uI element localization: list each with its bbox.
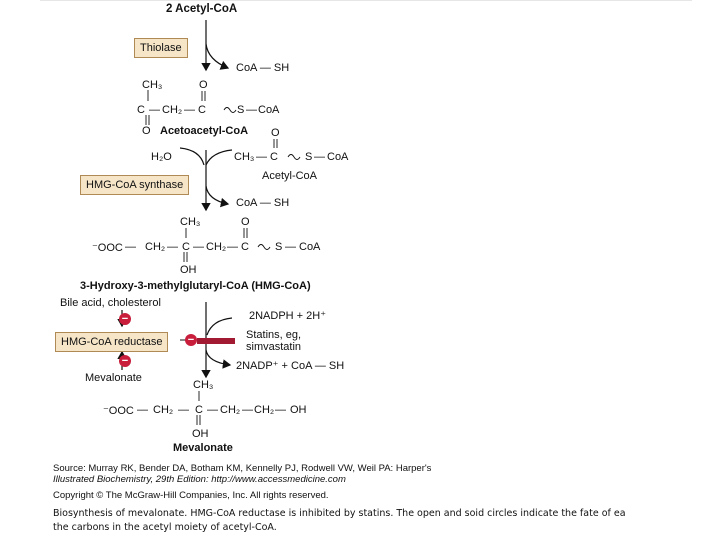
- mev-ch3: CH₃: [193, 379, 214, 391]
- regulator-mevalonate: Mevalonate: [85, 372, 142, 384]
- hmg-dash1: —: [125, 241, 136, 253]
- compound-acetoacetyl-coa: Acetoacetyl-CoA: [160, 125, 249, 137]
- hmg-dash3: —: [193, 241, 204, 253]
- ac-o-top: O: [271, 127, 280, 139]
- enzyme-hmg-coa-synthase: HMG-CoA synthase: [80, 175, 190, 195]
- mev-c: C: [195, 404, 203, 416]
- mev-dash5: —: [275, 404, 286, 416]
- byproduct-coa-sh-1: CoA — SH: [236, 62, 290, 74]
- hmg-c: C: [182, 241, 190, 253]
- hmg-o-top: O: [241, 216, 250, 228]
- arrow-step2-in: [179, 147, 205, 166]
- source-line-1: Source: Murray RK, Bender DA, Botham KM,…: [53, 463, 432, 474]
- hmg-dash2: —: [167, 241, 178, 253]
- source-line-2: Illustrated Biochemistry, 29th Edition: …: [53, 474, 346, 485]
- arrow-step3-in: [206, 317, 233, 336]
- hmg-coa: CoA: [299, 241, 321, 253]
- compound-hmg-coa: 3-Hydroxy-3-methylglutaryl-CoA (HMG-CoA): [80, 280, 311, 292]
- arrow-step1-out: [205, 43, 230, 70]
- hmg-ch2a: CH₂: [145, 241, 166, 253]
- hmg-oh: OH: [180, 264, 197, 276]
- ac-dash1: —: [256, 151, 267, 163]
- aa-c2: C: [198, 104, 206, 116]
- feedback-minus-icon: −: [119, 355, 131, 367]
- aa-s: S: [237, 104, 245, 116]
- aa-dash1: —: [149, 104, 160, 116]
- mev-ch2a: CH₂: [153, 404, 174, 416]
- hmg-c2: C: [241, 241, 249, 253]
- statin-minus-icon: −: [185, 334, 197, 346]
- arrow-step2-out: [205, 185, 230, 208]
- enzyme-hmg-coa-reductase: HMG-CoA reductase: [55, 332, 169, 352]
- mev-dash3: —: [207, 404, 218, 416]
- ac-coa: CoA: [327, 151, 349, 163]
- mev-cooh: ⁻OOC: [103, 405, 134, 417]
- start-compound: 2 Acetyl-CoA: [166, 3, 238, 15]
- hmg-dash5: —: [285, 241, 296, 253]
- inhibitor-statins: Statins, eg,: [246, 329, 302, 341]
- statin-inhibition-bar: [197, 338, 235, 344]
- byproduct-acetyl-coa: Acetyl-CoA: [262, 170, 318, 182]
- arrow-step3-out: [205, 349, 232, 369]
- arrow-step2-in2: [205, 149, 233, 166]
- aa-o-top: O: [199, 79, 208, 91]
- hmg-cooh: ⁻OOC: [92, 242, 123, 254]
- hmg-ch2b: CH₂: [206, 241, 227, 253]
- caption-line-1: Biosynthesis of mevalonate. HMG-CoA redu…: [53, 508, 626, 519]
- enzyme-thiolase: Thiolase: [134, 38, 188, 58]
- compound-mevalonate: Mevalonate: [173, 442, 233, 454]
- aa-coa: CoA: [258, 104, 280, 116]
- mev-dash2: —: [178, 404, 189, 416]
- mev-oh-end: OH: [290, 404, 307, 416]
- ac-c: C: [270, 151, 278, 163]
- ac-s: S: [305, 151, 313, 163]
- aa-ch2: CH₂: [162, 104, 183, 116]
- byproduct-coa-sh-2: CoA — SH: [236, 197, 290, 209]
- caption-line-2: the carbons in the acetyl moiety of acet…: [53, 522, 277, 533]
- inhibit-minus-icon: −: [119, 313, 131, 325]
- hmg-dash4: —: [227, 241, 238, 253]
- mev-dash4: —: [242, 404, 253, 416]
- hmg-bonds: [183, 228, 271, 262]
- mev-ch2c: CH₂: [254, 404, 275, 416]
- hmg-s: S: [275, 241, 283, 253]
- acetoacetyl-bonds: [145, 90, 237, 125]
- hmg-ch3: CH₃: [180, 216, 201, 228]
- aa-dash3: —: [246, 104, 257, 116]
- mev-bonds: [196, 391, 201, 425]
- mev-ch2b: CH₂: [220, 404, 241, 416]
- aa-c1: C: [137, 104, 145, 116]
- byproduct-nadp: 2NADP⁺ + CoA — SH: [236, 360, 345, 372]
- copyright: Copyright © The McGraw-Hill Companies, I…: [53, 490, 329, 501]
- byproduct-h2o: H₂O: [151, 151, 172, 163]
- ac-dash2: —: [314, 151, 325, 163]
- ac-ch3: CH₃: [234, 151, 255, 163]
- cofactor-nadph: 2NADPH + 2H⁺: [249, 310, 327, 322]
- top-divider: [40, 0, 692, 1]
- mev-dash1: —: [137, 404, 148, 416]
- aa-o-bottom: O: [142, 125, 151, 137]
- inhibitor-simvastatin: simvastatin: [246, 341, 302, 353]
- regulator-bile-acid: Bile acid, cholesterol: [60, 297, 161, 309]
- mev-oh: OH: [192, 428, 209, 440]
- acetyl-bonds: [273, 139, 301, 160]
- aa-ch3: CH₃: [142, 79, 163, 91]
- aa-dash2: —: [184, 104, 195, 116]
